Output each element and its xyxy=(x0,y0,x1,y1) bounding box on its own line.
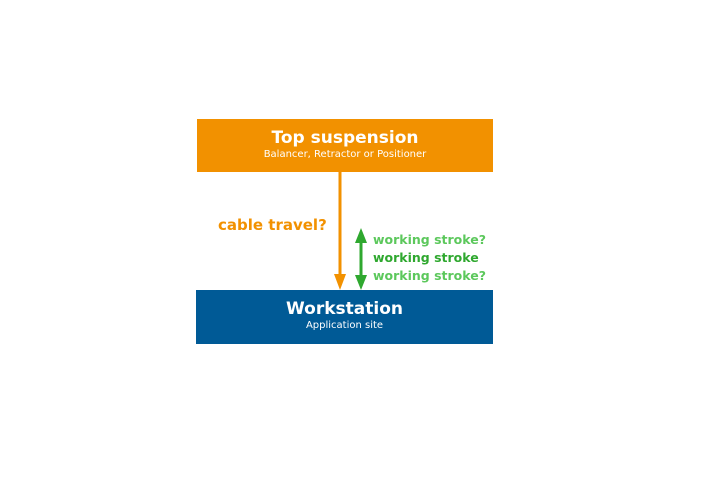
top-suspension-title: Top suspension xyxy=(271,128,419,148)
working-stroke-lower-label: working stroke? xyxy=(373,268,486,283)
working-stroke-arrow xyxy=(355,228,367,290)
cable-travel-arrow xyxy=(334,172,346,290)
working-stroke-upper-label: working stroke? xyxy=(373,232,486,247)
working-stroke-label: working stroke xyxy=(373,250,479,265)
top-suspension-box: Top suspension Balancer, Retractor or Po… xyxy=(197,119,493,172)
workstation-subtitle: Application site xyxy=(305,320,384,331)
workstation-title: Workstation xyxy=(286,299,403,319)
workstation-box: Workstation Application site xyxy=(196,290,493,344)
top-suspension-subtitle: Balancer, Retractor or Positioner xyxy=(263,149,427,160)
cable-travel-label: cable travel? xyxy=(218,216,327,234)
